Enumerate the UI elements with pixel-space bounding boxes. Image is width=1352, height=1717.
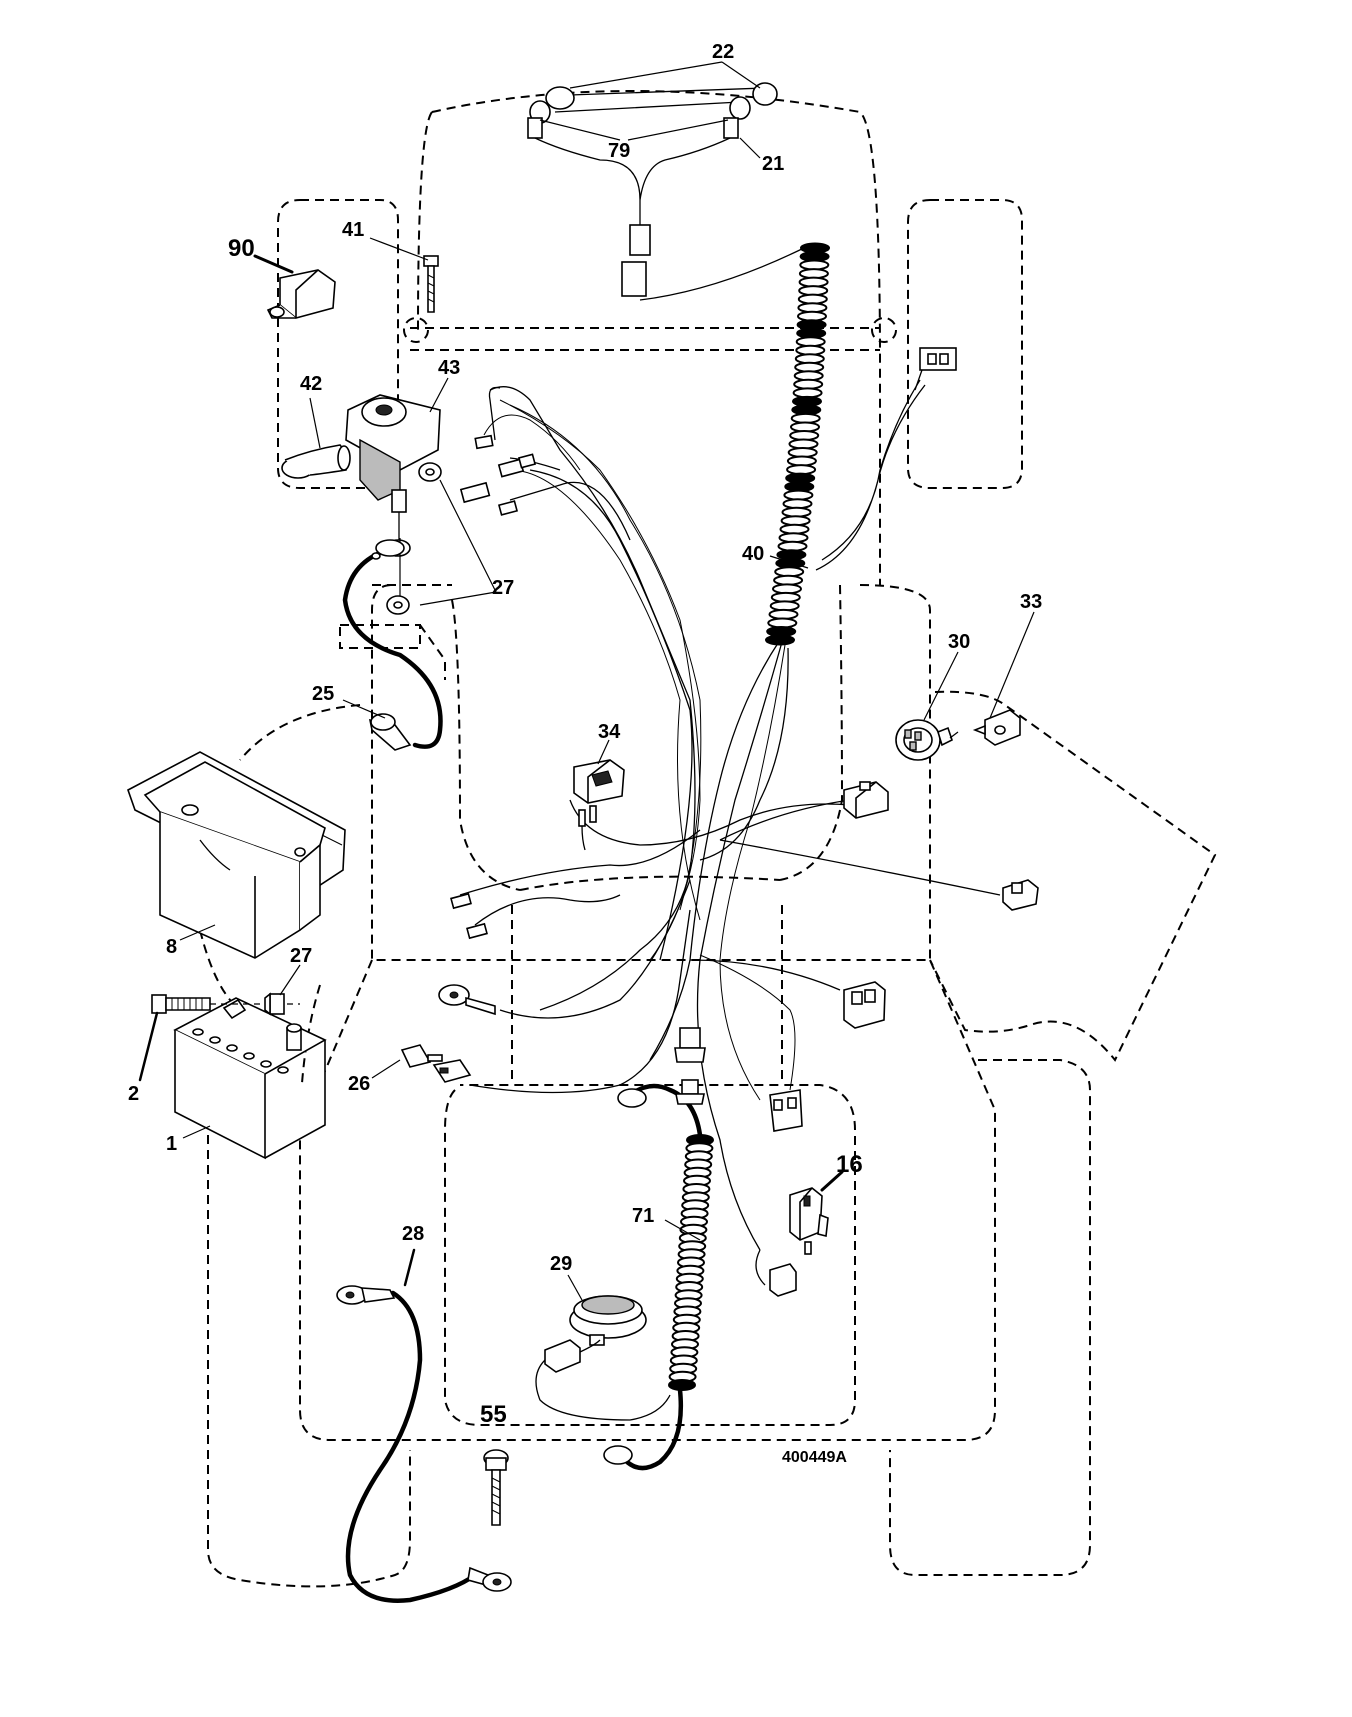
upper-right-connector-branch bbox=[815, 347, 957, 571]
callout-16: 16 bbox=[836, 1151, 863, 1178]
battery-nut-27 bbox=[264, 992, 285, 1016]
coil-turn bbox=[668, 1379, 696, 1391]
headlight-bulb-right bbox=[723, 82, 778, 139]
callout-21: 21 bbox=[762, 153, 784, 175]
callout-90: 90 bbox=[228, 235, 255, 262]
callout-33: 33 bbox=[1020, 591, 1042, 613]
coil-top-terminal bbox=[617, 1088, 647, 1108]
bolt-41 bbox=[423, 255, 439, 313]
leader-lines bbox=[138, 61, 1035, 1301]
callout-25: 25 bbox=[312, 683, 334, 705]
callout-1: 1 bbox=[166, 1133, 177, 1155]
headlight-assembly bbox=[527, 82, 778, 297]
switch-16 bbox=[789, 1187, 829, 1255]
nut-27-upper bbox=[418, 462, 442, 482]
connector-near-30 bbox=[843, 781, 889, 819]
callout-28: 28 bbox=[402, 1223, 424, 1245]
ignition-switch-30 bbox=[895, 719, 959, 761]
rear-coil-cable bbox=[668, 1134, 714, 1391]
callout-29: 29 bbox=[550, 1253, 572, 1275]
callout-22: 22 bbox=[712, 41, 734, 63]
callout-55: 55 bbox=[480, 1401, 507, 1428]
coil-bottom-lead bbox=[622, 1387, 683, 1471]
nut-27-lower bbox=[386, 595, 410, 615]
conduit-ring bbox=[765, 634, 795, 646]
callout-41: 41 bbox=[342, 219, 364, 241]
bolt-55 bbox=[483, 1449, 509, 1526]
drawing-number: 400449A bbox=[782, 1449, 847, 1466]
callout-8: 8 bbox=[166, 936, 177, 958]
battery-tray-8 bbox=[127, 751, 346, 959]
callout-71: 71 bbox=[632, 1205, 654, 1227]
callout-42: 42 bbox=[300, 373, 322, 395]
callout-43: 43 bbox=[438, 357, 460, 379]
callout-40: 40 bbox=[742, 543, 764, 565]
boot-42 bbox=[281, 444, 351, 479]
switch-34 bbox=[573, 759, 625, 851]
rear-connectors bbox=[674, 981, 886, 1132]
battery-1 bbox=[173, 997, 327, 1160]
pigtail-connectors bbox=[450, 434, 537, 940]
harness-conduit bbox=[765, 242, 830, 646]
ground-cable-28 bbox=[336, 1285, 512, 1603]
connector-near-16 bbox=[755, 1249, 797, 1297]
callout-labels: 22 79 21 41 90 42 43 40 27 33 30 25 34 8… bbox=[128, 41, 1042, 1466]
battery-cable-25 bbox=[342, 539, 443, 751]
frame-outlines bbox=[199, 90, 1217, 1588]
seat-switch-29 bbox=[535, 1295, 671, 1421]
coil-top-lead bbox=[627, 1083, 703, 1138]
callout-2: 2 bbox=[128, 1083, 139, 1105]
right-connector bbox=[1002, 879, 1039, 911]
callout-30: 30 bbox=[948, 631, 970, 653]
ground-ring-terminal bbox=[438, 984, 496, 1016]
ignition-key-90 bbox=[266, 269, 336, 319]
solenoid-43 bbox=[345, 394, 441, 605]
switch-33 bbox=[972, 709, 1021, 746]
coil-bottom-terminal bbox=[603, 1445, 633, 1465]
callout-27-battery: 27 bbox=[290, 945, 312, 967]
callout-79: 79 bbox=[608, 140, 630, 162]
callout-26: 26 bbox=[348, 1073, 370, 1095]
main-wiring-harness bbox=[459, 244, 1001, 1251]
headlight-bulb-left bbox=[527, 86, 575, 139]
battery-bolt-2 bbox=[151, 994, 300, 1014]
callout-27-top: 27 bbox=[492, 577, 514, 599]
fuse-26 bbox=[400, 1044, 472, 1083]
callout-34: 34 bbox=[598, 721, 621, 743]
